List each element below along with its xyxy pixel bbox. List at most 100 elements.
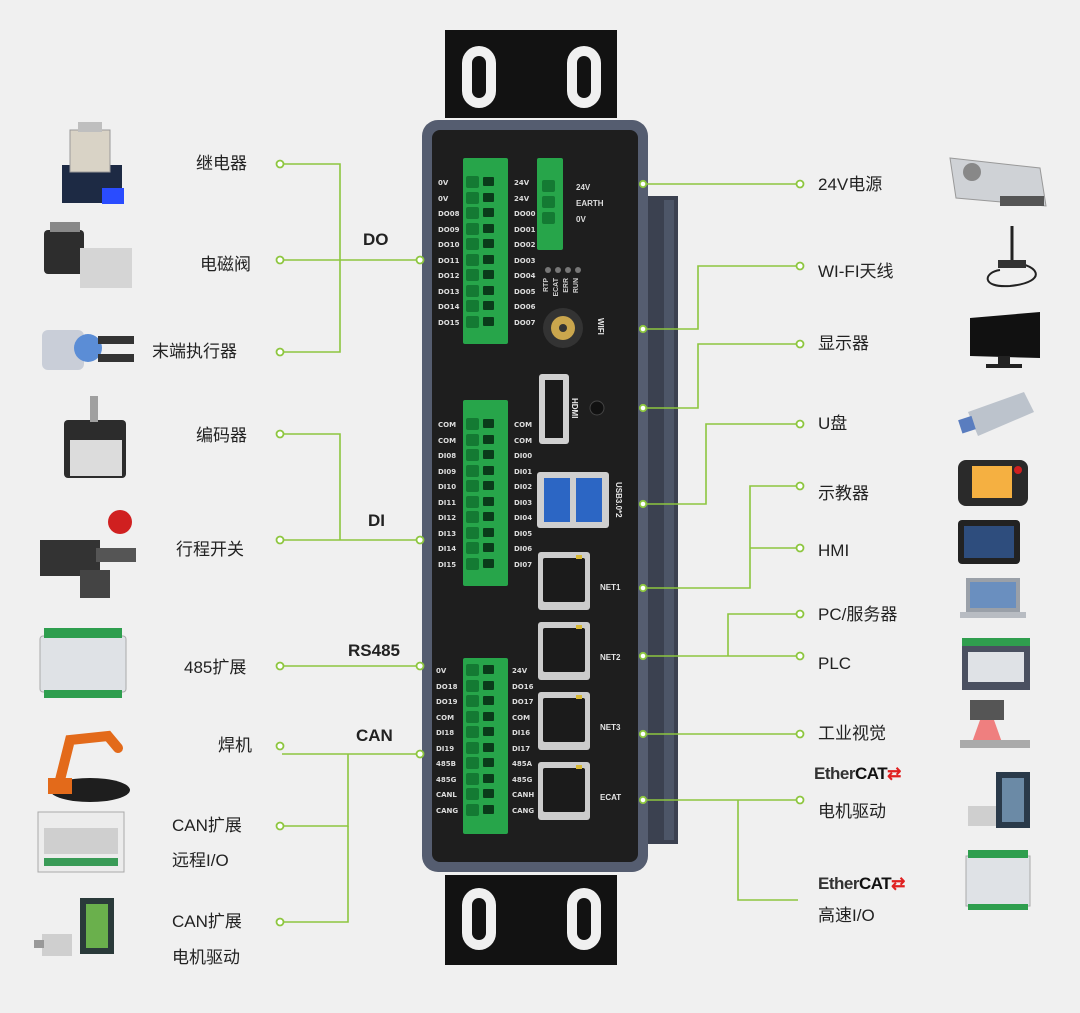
terminal-slot [483, 727, 494, 736]
encoder-icon [64, 396, 126, 478]
terminal-screw [466, 315, 479, 328]
terminal-screw [466, 726, 479, 738]
do-pin-label: 24V [514, 179, 530, 187]
status-leds [545, 267, 581, 273]
di-pin-label: DI08 [438, 452, 457, 460]
terminal-slot [483, 301, 494, 310]
terminal-screw [466, 480, 479, 492]
terminal-screw [466, 495, 479, 508]
terminal-screw [466, 433, 479, 446]
label-machine-vision: 工业视觉 [818, 724, 886, 743]
io-pin-label: DI16 [512, 729, 531, 737]
terminal-slot [483, 192, 494, 202]
laptop-icon [960, 578, 1026, 618]
terminal-screw [466, 788, 479, 800]
io-pin-label: CANG [512, 806, 535, 815]
label-hmi: HMI [818, 541, 850, 560]
do-terminal-block [463, 158, 508, 344]
mounting-bracket-top [445, 30, 617, 118]
label-limit-switch: 行程开关 [176, 540, 244, 559]
limit-switch-icon [40, 510, 136, 598]
di-pin-label: DI10 [438, 483, 457, 491]
ethercat-logo-1: EtherCAT⇄ [814, 764, 901, 783]
terminal-screw [466, 772, 479, 785]
di-terminal-block [463, 400, 508, 586]
vision-camera-icon [960, 700, 1030, 748]
net3-port [538, 692, 590, 750]
terminal-slot [483, 177, 494, 186]
io-module-icon [965, 850, 1031, 910]
io-pin-label: 485G [436, 775, 457, 784]
terminal-slot [483, 512, 494, 521]
can-module-icon [37, 811, 125, 873]
io-pin-label: 485A [512, 760, 533, 768]
io-pin-label: DO16 [512, 682, 534, 691]
terminal-screw [466, 542, 479, 554]
solenoid-valve-icon [44, 222, 132, 288]
label-motor-drive-left: 电机驱动 [172, 948, 240, 967]
di-pin-label: DI04 [514, 514, 533, 522]
right-wires [643, 183, 798, 901]
terminal-slot [483, 223, 494, 233]
terminal-slot [483, 742, 494, 752]
label-usb-drive: U盘 [818, 414, 848, 433]
terminal-slot [483, 496, 494, 506]
group-can: CAN [356, 726, 393, 745]
right-wire-dots [638, 179, 805, 805]
antenna-icon [986, 226, 1037, 288]
terminal-screw [466, 238, 479, 250]
hmi-tablet-icon [958, 520, 1020, 564]
terminal-screw [466, 253, 479, 266]
label-high-speed-io: 高速I/O [818, 906, 875, 925]
terminal-screw [466, 269, 479, 281]
welding-robot-icon [48, 730, 130, 802]
terminal-screw [466, 222, 479, 235]
label-end-effector: 末端执行器 [152, 342, 237, 361]
antenna-connector [543, 308, 583, 348]
usb-drive-icon [958, 392, 1034, 436]
terminal-slot [483, 285, 494, 295]
net1-label: NET1 [600, 583, 621, 592]
io-pin-label: DI18 [436, 729, 455, 737]
terminal-slot [483, 773, 494, 783]
di-pin-label: DI15 [438, 560, 457, 569]
label-teach-pendant: 示教器 [818, 484, 869, 503]
led-label: RUN [573, 278, 580, 294]
terminal-slot [483, 208, 494, 217]
label-wifi-antenna: WI-FI天线 [818, 262, 894, 281]
plc-icon [962, 638, 1030, 690]
usb-label: USB3.0*2 [614, 482, 623, 518]
terminal-slot [483, 789, 494, 798]
label-monitor: 显示器 [818, 334, 869, 353]
io-pin-label: DI17 [512, 744, 531, 753]
label-motor-drive-right: 电机驱动 [818, 802, 886, 821]
terminal-screw [466, 679, 479, 692]
teach-pendant-icon [958, 460, 1028, 506]
terminal-screw [542, 180, 555, 192]
terminal-screw [466, 757, 479, 769]
power-supply-icon [949, 157, 1047, 207]
io-pin-label: DO18 [436, 682, 458, 691]
terminal-screw [542, 196, 555, 208]
terminal-screw [466, 741, 479, 754]
di-pin-label: COM [514, 436, 533, 445]
terminal-screw [466, 557, 479, 570]
terminal-slot [483, 543, 494, 552]
io-pin-label: COM [512, 713, 531, 722]
terminal-slot [483, 680, 494, 690]
servo-driver-icon [968, 772, 1030, 828]
net2-label: NET2 [600, 653, 621, 662]
di-pin-label: COM [438, 436, 457, 445]
ethercat-logo-2: EtherCAT⇄ [818, 874, 905, 893]
io-pin-label: 24V [512, 667, 528, 675]
di-pin-label: DI01 [514, 467, 533, 476]
monitor-icon [970, 312, 1040, 368]
terminal-screw [466, 710, 479, 723]
terminal-slot [483, 316, 494, 326]
ecat-port-label: ECAT [600, 793, 622, 802]
net3-label: NET3 [600, 723, 621, 732]
